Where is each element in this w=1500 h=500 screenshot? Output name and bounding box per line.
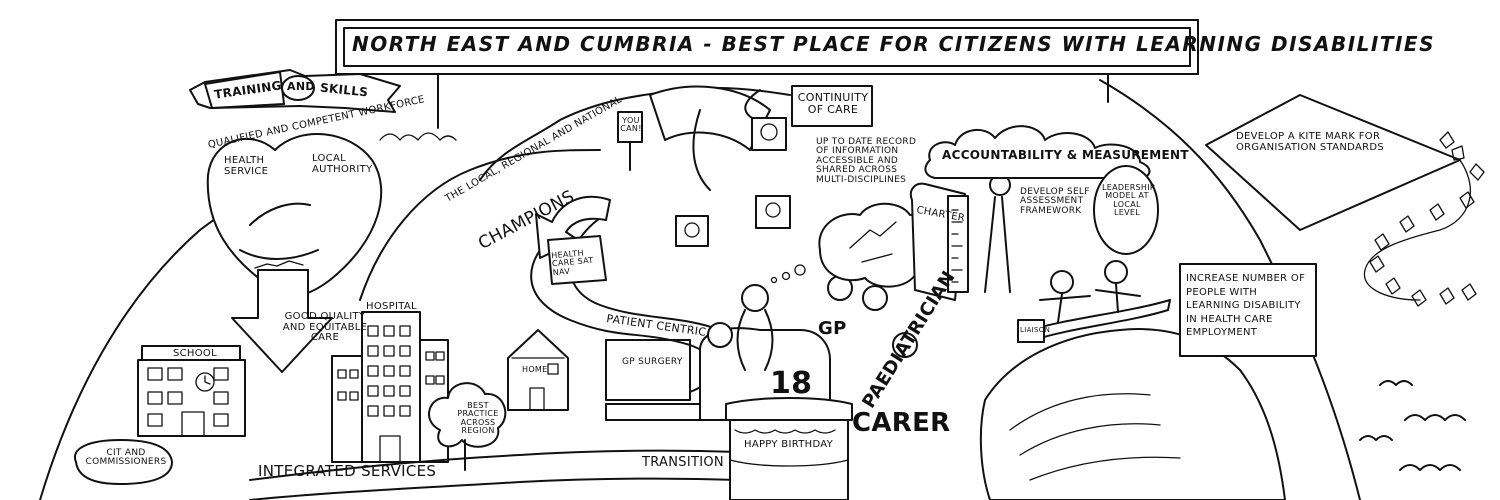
transition-label: TRANSITION [642, 455, 724, 470]
kite [1205, 94, 1485, 307]
employment-box [1179, 263, 1317, 357]
down-arrow [231, 269, 333, 373]
birthday-cake [725, 397, 853, 500]
commissioners-bubble [73, 439, 173, 485]
tree [428, 382, 507, 471]
you-can-label: YOU CAN! [620, 116, 642, 134]
liaison-label: LIAISON [1020, 326, 1051, 334]
and-label: AND [287, 80, 315, 93]
school-label: SCHOOL [173, 348, 217, 359]
title-banner [335, 19, 1199, 129]
surf-wave [979, 260, 1286, 500]
kite-label: DEVELOP A KITE MARK FOR ORGANISATION STA… [1236, 131, 1384, 153]
local-authority-label: LOCAL AUTHORITY [312, 153, 373, 175]
gp-label: GP [818, 318, 847, 339]
banner-title: NORTH EAST AND CUMBRIA - BEST PLACE FOR … [352, 32, 1435, 56]
school-building [137, 345, 246, 437]
integrated-label: INTEGRATED SERVICES [258, 462, 437, 480]
charter-scroll [909, 174, 1011, 301]
good-quality-label: GOOD QUALITY AND EQUITABLE CARE [282, 311, 368, 343]
employment-label: INCREASE NUMBER OF PEOPLE WITH LEARNING … [1186, 273, 1306, 338]
health-satnav-label: HEALTH CARE SAT NAV [550, 248, 594, 278]
heart-handshake [206, 133, 383, 297]
sofa-people [699, 275, 918, 421]
record-label: UP TO DATE RECORD OF INFORMATION ACCESSI… [816, 137, 917, 185]
continuity-title: CONTINUITY OF CARE [797, 91, 869, 116]
accountability-title: ACCOUNTABILITY & MEASUREMENT [942, 148, 1189, 162]
continuity-box [791, 85, 873, 127]
champions-hill [359, 149, 601, 301]
satnav-box [547, 235, 607, 285]
gp-surgery-label: GP SURGERY [622, 357, 683, 367]
training-ribbon [189, 69, 401, 113]
home-label: HOME [522, 365, 548, 374]
health-service-label: HEALTH SERVICE [224, 155, 269, 177]
mountain-ridge [479, 86, 791, 181]
hill-trees-ridge [379, 132, 457, 141]
hospital-label: HOSPITAL [366, 301, 417, 312]
leadership-label: LEADERSHIP MODEL AT LOCAL LEVEL [1102, 183, 1156, 218]
self-assessment-label: DEVELOP SELF ASSESSMENT FRAMEWORK [1020, 187, 1090, 216]
right-hill [1099, 79, 1361, 500]
tunnel [649, 85, 771, 151]
cake-number: 18 [770, 366, 813, 401]
sea-waves [1359, 380, 1466, 471]
carer-label: CARER [852, 408, 951, 438]
photo-frames [675, 89, 791, 247]
leadership-oval [1093, 165, 1159, 255]
best-practice-label: BEST PRACTICE ACROSS REGION [457, 401, 499, 436]
birthday-label: HAPPY BIRTHDAY [744, 439, 834, 450]
home-building [507, 329, 569, 411]
commissioners-label: CIT AND COMMISSIONERS [85, 448, 167, 468]
